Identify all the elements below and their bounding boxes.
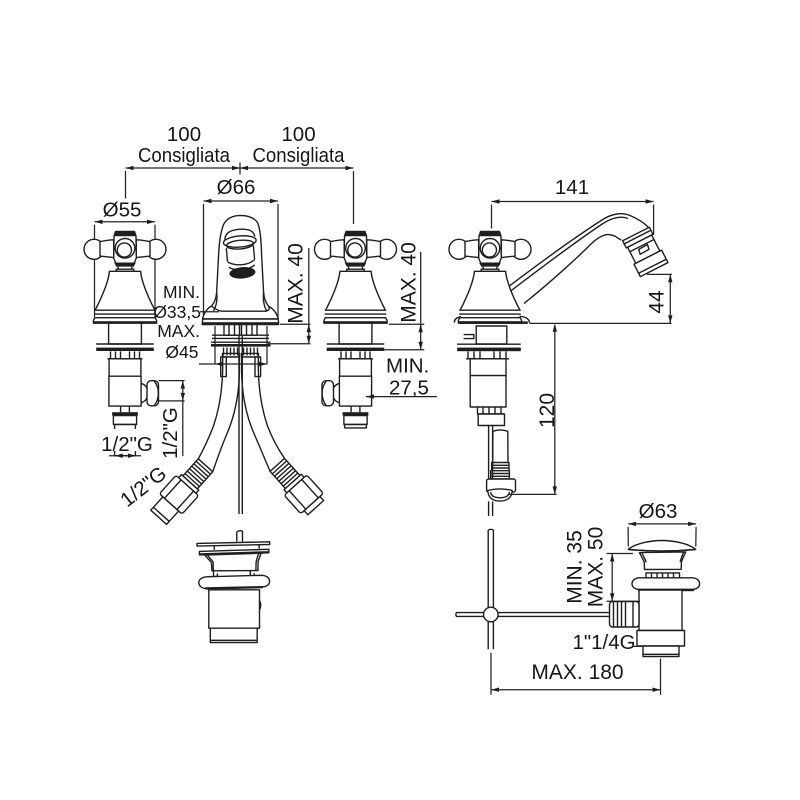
svg-text:27,5: 27,5	[389, 377, 429, 400]
svg-text:MAX.: MAX.	[157, 321, 200, 341]
svg-text:Ø45: Ø45	[165, 342, 198, 362]
svg-text:MAX. 50: MAX. 50	[585, 527, 608, 608]
svg-text:MAX. 40: MAX. 40	[398, 242, 421, 323]
svg-text:MIN.: MIN.	[163, 282, 200, 302]
svg-text:1/2"G: 1/2"G	[101, 433, 153, 456]
svg-text:Ø33,5: Ø33,5	[153, 302, 201, 322]
svg-text:44: 44	[646, 290, 669, 314]
svg-text:MAX. 40: MAX. 40	[285, 243, 308, 324]
svg-text:Consigliata: Consigliata	[253, 144, 346, 167]
svg-text:100: 100	[281, 123, 315, 146]
svg-text:MIN. 35: MIN. 35	[564, 530, 587, 604]
svg-text:100: 100	[167, 123, 201, 146]
svg-text:Ø66: Ø66	[217, 176, 256, 199]
svg-text:141: 141	[555, 176, 589, 199]
svg-text:1"1/4G: 1"1/4G	[572, 631, 635, 654]
svg-text:MIN.: MIN.	[386, 355, 429, 378]
svg-text:Ø63: Ø63	[639, 500, 678, 523]
svg-text:1/2"G: 1/2"G	[159, 407, 182, 459]
svg-text:MAX. 180: MAX. 180	[531, 661, 623, 684]
svg-text:120: 120	[536, 393, 559, 428]
svg-text:Consigliata: Consigliata	[138, 144, 231, 167]
svg-text:Ø55: Ø55	[103, 199, 142, 222]
